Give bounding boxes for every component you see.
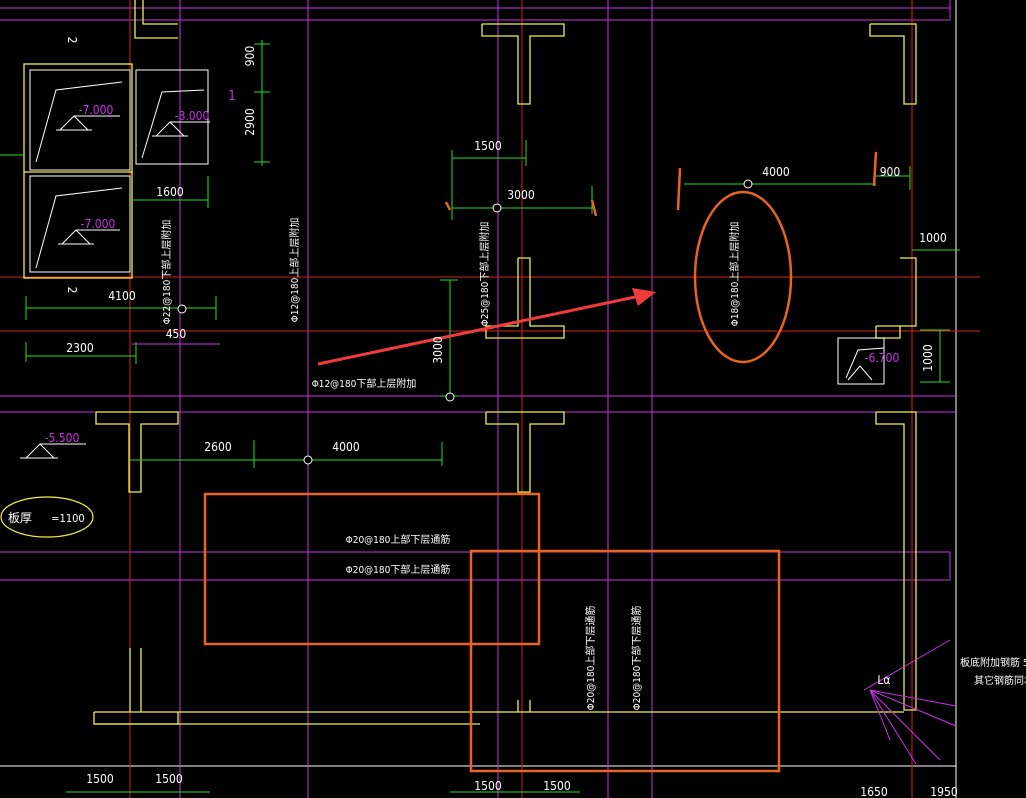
dim-3000-vert: 3000 xyxy=(431,336,445,364)
pointer-arrow xyxy=(317,288,656,366)
dim-1950: 1950 xyxy=(930,785,958,798)
section-mark-2a: 2 xyxy=(65,37,79,44)
la-label: Lα xyxy=(877,673,890,687)
dim-1000-vert: 1000 xyxy=(921,344,935,372)
dim-1600: 1600 xyxy=(156,185,184,199)
dim-1500-bl2: 1500 xyxy=(155,772,183,786)
column-outlines xyxy=(23,0,917,725)
pit-box-details xyxy=(29,69,885,385)
slab-value: =1100 xyxy=(51,512,84,525)
elevation-mark-6700: -6.700 xyxy=(847,351,900,381)
rebar-note-20d: Φ20@180下部下层通筋 xyxy=(630,606,643,711)
dim-1650: 1650 xyxy=(860,785,888,798)
dim-1500-mid: 1500 xyxy=(474,139,502,153)
rebar-note-25: Φ25@180下部上层附加 xyxy=(478,222,491,327)
elevation-mark-7000b: -7.000 xyxy=(58,217,120,245)
elev-5500: -5.500 xyxy=(45,431,80,445)
boundary-lines xyxy=(0,0,957,798)
dim-900-top: 900 xyxy=(243,46,257,67)
text-layer: 900 2900 1500 3000 4000 900 1600 1000 41… xyxy=(8,37,1026,798)
dim-1000-right: 1000 xyxy=(919,231,947,245)
rebar-note-20a: Φ20@180上部下层通筋 xyxy=(346,533,451,546)
rebar-note-20c: Φ20@180上部下层通筋 xyxy=(584,606,597,711)
dim-450: 450 xyxy=(166,327,187,341)
section-mark-2b: 2 xyxy=(65,287,79,294)
elevation-mark-8000: -8.000 xyxy=(152,109,210,137)
slab-label: 板厚 xyxy=(8,511,32,525)
magenta-details xyxy=(132,343,957,765)
dim-2900: 2900 xyxy=(243,108,257,136)
dim-1500-bc2: 1500 xyxy=(543,779,571,793)
highlight-box-2 xyxy=(469,549,781,773)
dim-1500-bl1: 1500 xyxy=(86,772,114,786)
dim-4100: 4100 xyxy=(108,289,136,303)
rebar-note-12-horizontal: Φ12@180下部上层附加 xyxy=(312,377,417,390)
rebar-note-12-vertical: Φ12@180上部上层附加 xyxy=(288,218,301,323)
highlight-box-1 xyxy=(203,492,541,646)
elev-7000-a: -7.000 xyxy=(79,103,114,117)
slab-thickness-ellipse xyxy=(0,496,94,538)
dim-1500-bc1: 1500 xyxy=(474,779,502,793)
right-note-1: 板底附加钢筋 5◆ xyxy=(960,656,1026,669)
elev-8000: -8.000 xyxy=(175,109,210,123)
dim-2600: 2600 xyxy=(204,440,232,454)
right-note-2: 其它钢筋同本项 xyxy=(974,674,1026,687)
rebar-note-18: Φ18@180上部上层附加 xyxy=(728,222,741,327)
dim-2300: 2300 xyxy=(66,341,94,355)
dim-4000-right: 4000 xyxy=(762,165,790,179)
elevation-mark-7000a: -7.000 xyxy=(56,103,120,131)
elevation-mark-5500: -5.500 xyxy=(20,431,86,459)
grid-bubbles xyxy=(177,179,753,465)
dim-900-right: 900 xyxy=(880,165,901,179)
rebar-note-20b: Φ20@180下部上层通筋 xyxy=(346,563,451,576)
elev-6700: -6.700 xyxy=(865,351,900,365)
dim-3000-mid: 3000 xyxy=(507,188,535,202)
elev-7000-b: -7.000 xyxy=(81,217,116,231)
rebar-note-22: Φ22@180下部上层附加 xyxy=(160,220,173,325)
section-mark-1: 1 xyxy=(228,89,235,104)
orange-annotations xyxy=(203,151,878,773)
highlight-ellipse xyxy=(693,190,793,364)
dim-4000-bottom: 4000 xyxy=(332,440,360,454)
